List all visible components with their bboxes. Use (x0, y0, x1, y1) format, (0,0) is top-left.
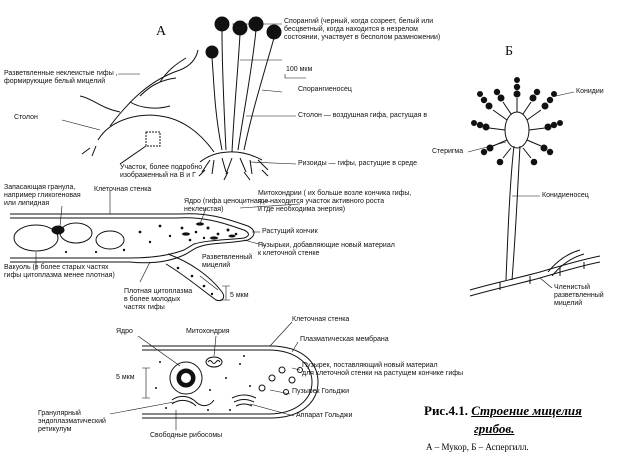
label-plasma-membrane: Плазматическая мембрана (300, 336, 389, 344)
label-growing-tip: Растущий кончик (262, 228, 318, 236)
label-hyphae: Разветвленные неклеистые гифы , формирую… (4, 70, 118, 86)
label-scale-5-top: 5 мкм (230, 292, 249, 300)
stolon (82, 115, 214, 164)
label-vacuole: Вакуоль (в более старых частях гифы цито… (4, 264, 115, 280)
conidia-chains (471, 77, 563, 165)
figure-legend: А – Мукор, Б – Аспергилл. (426, 442, 529, 453)
figure-number: Рис.4.1. (424, 403, 468, 418)
label-vesicle-2: Пузырек, поставляющий новый материал для… (302, 362, 472, 378)
panel-a-letter: А (156, 24, 166, 40)
label-mitochondria-2: Митохондрия (186, 328, 230, 336)
label-cell-wall-1: Клеточная стенка (94, 186, 151, 194)
figure-title-continued: грибов. (474, 421, 514, 436)
mucor-sporangiophores (212, 30, 274, 152)
label-septate-mycelium: Членистый разветвленный мицелий (554, 284, 604, 308)
label-scale-100: 100 мкм (286, 66, 312, 74)
label-mitochondria-1: Митохондрии ( их больше возле кончика ги… (258, 190, 448, 214)
label-sporangium: Спорангий (черный, когда созреет, белый … (284, 18, 464, 42)
label-cell-wall-2: Клеточная стенка (292, 316, 349, 324)
sterigmata (489, 98, 545, 158)
figure-title: Строение мицелия (471, 403, 582, 418)
figure-caption-title: Рис.4.1. Строение мицелия (424, 403, 582, 418)
label-storage-granule: Запасающая гранула, например гликогенова… (4, 184, 81, 208)
label-stolon-left: Столон (14, 114, 38, 122)
aspergillus-conidiophore (470, 112, 600, 296)
label-ribosomes: Свободные рибосомы (150, 432, 222, 440)
label-conidia: Конидии (576, 88, 604, 96)
label-conidiophore: Конидиеносец (542, 192, 589, 200)
branched-hyphae (80, 50, 198, 126)
label-er: Гранулярный эндоплазматический ретикулум (38, 410, 106, 434)
label-golgi-vesicles: Пузырек Гольджи (292, 388, 349, 396)
rhizoids (199, 152, 268, 180)
label-dense-cytoplasm: Плотная цитоплазма в более молодых частя… (124, 288, 192, 312)
label-golgi: Аппарат Гольджи (296, 412, 352, 420)
leader-lines-a (62, 24, 306, 164)
label-area-detail: Участок, более подробно изображенный на … (120, 164, 202, 180)
label-stolon-right: Столон — воздушная гифа, растущая в (298, 112, 427, 120)
label-sporangiophore: Спорангиеносец (298, 86, 352, 94)
label-sterigma: Стеригма (432, 148, 463, 156)
panel-b-letter: Б (505, 44, 513, 60)
label-scale-5-bottom: 5 мкм (116, 374, 135, 382)
label-vesicles-1: Пузырьки, добавляющие новый материал к к… (258, 242, 418, 258)
hypha-tip-detail (142, 346, 318, 418)
label-branched-mycelium: Разветвленный мицелий (202, 254, 252, 270)
label-rhizoids: Ризоиды — гифы, растущие в среде (298, 160, 417, 168)
label-nucleus-2: Ядро (116, 328, 133, 336)
